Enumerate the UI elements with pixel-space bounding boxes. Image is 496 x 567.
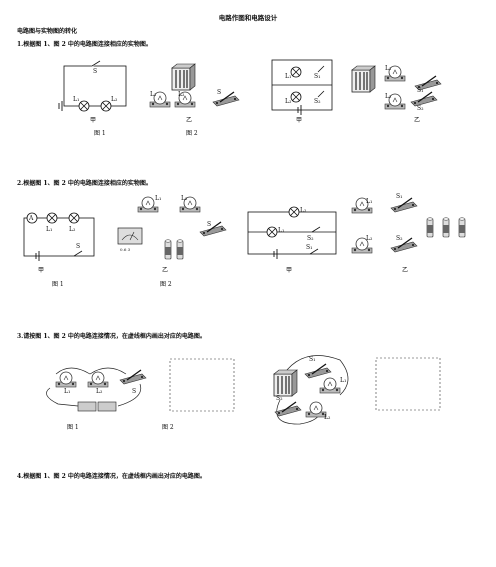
q1d-label-l2: L₂: [385, 93, 392, 100]
q1-fig1-caption: 图 1: [94, 130, 106, 137]
question-3: 3.请按图 1、图 2 中的电路连接情况，在虚线框内画出对应的电路图。: [17, 333, 206, 340]
q1b-label-l1: L₁: [150, 91, 156, 98]
q2d-label-l2: L₂: [366, 235, 373, 242]
q2-fig1-components: [26, 212, 83, 261]
q1b-label-l2: L₂: [178, 91, 185, 98]
section-heading: 电路图与实物图的转化: [17, 28, 78, 35]
q1-fig2-physical: [351, 65, 442, 110]
q2b-label-l1: L₁: [155, 195, 161, 202]
q1d-caption-yi: 乙: [414, 117, 420, 124]
q1-fig1-bulbs: [58, 100, 112, 112]
q3-answer-box-2[interactable]: [375, 357, 441, 411]
q2d-caption-yi: 乙: [402, 267, 408, 274]
q2-label-l1: L₁: [46, 226, 52, 233]
q2-label-a: A: [28, 215, 34, 222]
question-1: 1.根据图 1、图 2 中的电路图连接相应的实物图。: [17, 41, 152, 48]
q1-fig1-circuit-diagram: [63, 60, 127, 107]
q2d-label-s1: S₁: [396, 193, 403, 200]
q1-fig2-bulbs: [290, 65, 325, 115]
q3-answer-box-1[interactable]: [169, 358, 235, 412]
q1c-label-s2: S₂: [314, 98, 321, 105]
q3b-label-l2: L₂: [324, 414, 331, 421]
q2-fig2-circuit-diagram: [247, 211, 337, 255]
q2-label-s: S: [76, 243, 80, 250]
q1d-label-s1: S₁: [417, 87, 424, 94]
q2c-label-l2: L₂: [300, 207, 307, 214]
question-2: 2.根据图 1、图 2 中的电路图连接相应的实物图。: [17, 180, 152, 187]
q2-caption-jia: 甲: [38, 267, 44, 274]
q2-fig2-components: [266, 206, 321, 259]
q2-fig1-physical: [117, 196, 227, 260]
q2b-label-s: S: [207, 221, 211, 228]
q1d-label-s2: S₂: [417, 105, 424, 112]
q1b-label-s: S: [217, 89, 221, 96]
q1c-caption-jia: 甲: [296, 117, 302, 124]
q1-caption-jia: 甲: [90, 117, 96, 124]
q2-fig2-physical: [351, 197, 466, 254]
q3a-label-l2: L₂: [96, 388, 103, 395]
q1-label-l1: L₁: [73, 96, 79, 103]
q1c-label-s1: S₁: [314, 73, 321, 80]
q3-fig2-caption: 图 2: [162, 424, 174, 431]
q1d-label-l1: L₁: [385, 65, 391, 72]
q2b-caption-yi: 乙: [162, 267, 168, 274]
q3-fig1-physical: [46, 367, 147, 412]
q2-ammeter-scale: 0.6 3: [120, 247, 131, 252]
q2-fig1-caption: 图 1: [52, 281, 64, 288]
q3b-label-l1: L₁: [340, 377, 346, 384]
q2-label-l2: L₂: [69, 226, 76, 233]
q2-fig2-caption: 图 2: [160, 281, 172, 288]
q3b-label-s2: S₂: [276, 395, 283, 402]
q2d-label-s2: S₂: [396, 235, 403, 242]
q1-label-s: S: [93, 68, 97, 75]
q3-fig1-caption: 图 1: [67, 424, 79, 431]
q2d-label-l1: L₁: [366, 198, 372, 205]
q3a-label-l1: L₁: [64, 388, 70, 395]
q1c-label-l1: L₁: [285, 73, 291, 80]
q2c-label-s2: S₂: [307, 235, 314, 242]
q2b-label-l2: L₂: [181, 195, 188, 202]
q1-fig2-caption: 图 2: [186, 130, 198, 137]
question-4: 4.根据图 1、图 2 中的电路连接情况，在虚线框内画出对应的电路图。: [17, 473, 206, 480]
q1b-caption-yi: 乙: [186, 117, 192, 124]
q1-fig1-physical: [149, 63, 240, 108]
q1-label-l2: L₂: [111, 96, 118, 103]
q2-fig1-circuit-diagram: [23, 217, 95, 257]
q3-fig2-physical: [273, 355, 349, 425]
q3a-label-s: S: [132, 388, 136, 395]
q2c-label-l1: L₁: [278, 227, 284, 234]
q3b-label-s1: S₁: [309, 356, 316, 363]
q1-fig2-circuit-diagram: [271, 59, 333, 111]
q2c-caption-jia: 甲: [286, 267, 292, 274]
q1c-label-l2: L₂: [285, 98, 292, 105]
q2c-label-s1: S₁: [306, 244, 313, 251]
page-title: 电路作图和电路设计: [218, 14, 278, 22]
